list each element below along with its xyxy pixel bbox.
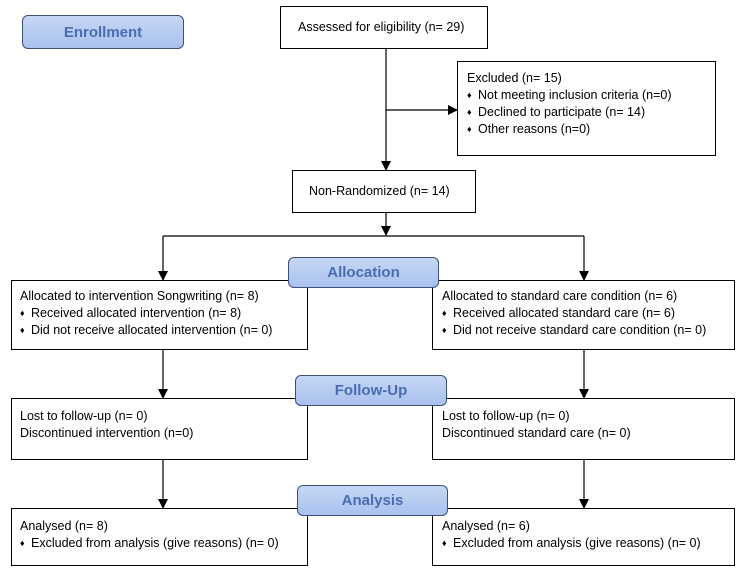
- follow-up-right-box: Lost to follow-up (n= 0) Discontinued st…: [432, 398, 735, 460]
- allocation-left-title: Allocated to intervention Songwriting (n…: [20, 289, 259, 303]
- excluded-item: ♦Not meeting inclusion criteria (n=0): [467, 88, 672, 102]
- allocation-left-item: ♦Received allocated intervention (n= 8): [20, 306, 242, 320]
- stage-follow-up-label: Follow-Up: [334, 382, 408, 399]
- bullet-icon: ♦: [467, 107, 472, 117]
- bullet-icon: ♦: [20, 538, 25, 548]
- follow-up-right-line: Discontinued standard care (n= 0): [442, 426, 631, 440]
- stage-allocation: Allocation: [288, 257, 439, 288]
- allocation-left-box: Allocated to intervention Songwriting (n…: [11, 280, 308, 350]
- non-randomized-text: Non-Randomized (n= 14): [309, 184, 450, 198]
- assessed-box: Assessed for eligibility (n= 29): [280, 6, 488, 49]
- analysis-left-box: Analysed (n= 8) ♦Excluded from analysis …: [11, 508, 308, 566]
- excluded-title: Excluded (n= 15): [467, 71, 562, 85]
- stage-enrollment: Enrollment: [22, 15, 184, 49]
- stage-allocation-label: Allocation: [327, 264, 400, 281]
- analysis-left-item: ♦Excluded from analysis (give reasons) (…: [20, 536, 279, 550]
- allocation-right-title: Allocated to standard care condition (n=…: [442, 289, 678, 303]
- analysis-right-box: Analysed (n= 6) ♦Excluded from analysis …: [432, 508, 735, 566]
- bullet-icon: ♦: [20, 308, 25, 318]
- follow-up-left-box: Lost to follow-up (n= 0) Discontinued in…: [11, 398, 308, 460]
- bullet-icon: ♦: [442, 325, 447, 335]
- excluded-box: Excluded (n= 15) ♦Not meeting inclusion …: [457, 61, 716, 156]
- stage-follow-up: Follow-Up: [295, 375, 447, 406]
- bullet-icon: ♦: [442, 308, 447, 318]
- allocation-right-box: Allocated to standard care condition (n=…: [432, 280, 735, 350]
- stage-analysis: Analysis: [297, 485, 448, 516]
- analysis-right-item: ♦Excluded from analysis (give reasons) (…: [442, 536, 701, 550]
- bullet-icon: ♦: [20, 325, 25, 335]
- bullet-icon: ♦: [467, 124, 472, 134]
- bullet-icon: ♦: [442, 538, 447, 548]
- bullet-icon: ♦: [467, 90, 472, 100]
- analysis-left-title: Analysed (n= 8): [20, 519, 108, 533]
- allocation-right-item: ♦Received allocated standard care (n= 6): [442, 306, 676, 320]
- non-randomized-box: Non-Randomized (n= 14): [292, 170, 476, 213]
- excluded-item: ♦Declined to participate (n= 14): [467, 105, 646, 119]
- stage-enrollment-label: Enrollment: [63, 23, 143, 41]
- analysis-right-title: Analysed (n= 6): [442, 519, 530, 533]
- follow-up-left-line: Discontinued intervention (n=0): [20, 426, 194, 440]
- follow-up-right-line: Lost to follow-up (n= 0): [442, 409, 570, 423]
- allocation-left-item: ♦Did not receive allocated intervention …: [20, 323, 273, 337]
- assessed-text: Assessed for eligibility (n= 29): [298, 20, 465, 34]
- follow-up-left-line: Lost to follow-up (n= 0): [20, 409, 148, 423]
- excluded-item: ♦Other reasons (n=0): [467, 122, 591, 136]
- stage-analysis-label: Analysis: [341, 492, 404, 509]
- allocation-right-item: ♦Did not receive standard care condition…: [442, 323, 707, 337]
